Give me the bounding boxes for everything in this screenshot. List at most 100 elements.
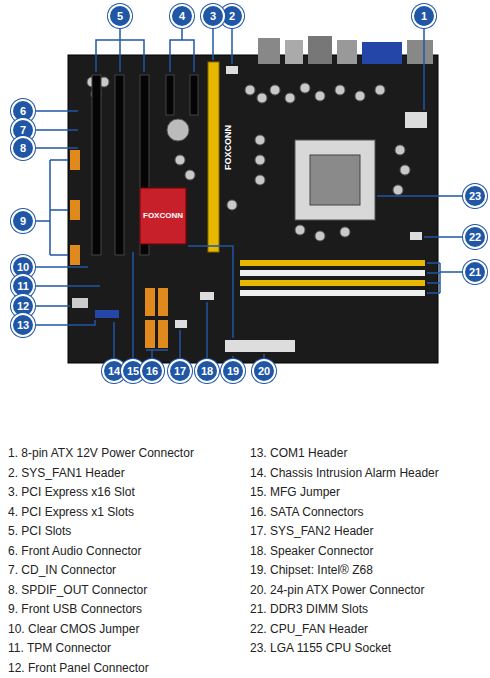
callout-number: 16 [146,366,158,377]
board-logo: FOXCONN [224,125,233,170]
callout-circle: 13 [11,313,35,337]
atx-24pin [225,340,295,352]
io-port [407,40,433,64]
callout-number: 19 [227,366,239,377]
usb-header [70,245,80,265]
legend-item: 1. 8-pin ATX 12V Power Connector [8,446,194,461]
callout-number: 2 [229,11,235,22]
chipset-heatsink [140,188,186,244]
callout-number: 10 [17,262,29,273]
sata-connector [158,320,168,348]
legend-item: 12. Front Panel Connector [8,661,149,676]
legend-item: 18. Speaker Connector [250,544,373,559]
callout-circle: 9 [11,209,35,233]
pcie-x1-slot [166,75,174,115]
callout-number: 9 [20,216,26,227]
callout-number: 13 [17,320,29,331]
callout-number: 22 [469,232,481,243]
usb-header [70,200,80,220]
cpu-socket-plate [310,155,360,205]
pcie-x16-slot [208,62,219,252]
front-panel-header [72,298,88,308]
legend-item: 7. CD_IN Connector [8,563,116,578]
legend-item: 17. SYS_FAN2 Header [250,524,373,539]
heatsink-logo: FOXCONN [143,212,183,220]
legend-item: 11. TPM Connector [8,641,111,656]
callout-number: 3 [210,11,216,22]
legend-item: 22. CPU_FAN Header [250,622,368,637]
pci-slot [115,75,124,255]
callout-number: 5 [117,11,123,22]
callout-number: 1 [421,11,427,22]
vga-port [362,42,402,64]
legend-item: 15. MFG Jumper [250,485,340,500]
legend-item: 14. Chassis Intrusion Alarm Header [250,466,439,481]
callout-circle: 1 [412,4,436,28]
callout-number: 15 [127,366,139,377]
callout-circle: 20 [252,359,276,383]
callout-number: 14 [108,366,120,377]
callout-number: 21 [469,267,481,278]
legend-item: 19. Chipset: Intel® Z68 [250,563,373,578]
legend-item: 20. 24-pin ATX Power Connector [250,583,425,598]
callout-circle: 3 [201,4,225,28]
callout-circle: 5 [108,4,132,28]
legend-item: 6. Front Audio Connector [8,544,141,559]
callout-number: 18 [201,366,213,377]
callout-circle: 22 [463,225,487,249]
legend-item: 23. LGA 1155 CPU Socket [250,641,391,656]
callout-number: 6 [20,106,26,117]
fan-header [226,66,238,74]
legend-item: 8. SPDIF_OUT Connector [8,583,147,598]
pcie-x1-slot [190,75,198,115]
sata-connector [145,320,155,348]
callout-circle: 19 [221,359,245,383]
atx-8pin [405,112,427,128]
speaker-header [200,292,214,300]
sata-connector [158,288,168,316]
callout-circle: 8 [11,136,35,160]
dimm-slot [240,260,425,266]
dimm-slot [240,270,425,276]
legend-item: 5. PCI Slots [8,524,71,539]
callout-circle: 23 [463,184,487,208]
callout-number: 17 [174,366,186,377]
dimm-slot [240,280,425,286]
io-port [258,38,280,64]
callout-number: 7 [20,125,26,136]
cpu-socket [295,140,375,220]
legend-item: 16. SATA Connectors [250,505,364,520]
dimm-slot [240,290,425,296]
callout-number: 8 [20,143,26,154]
fan-header [175,320,187,328]
legend-item: 3. PCI Express x16 Slot [8,485,135,500]
legend-item: 13. COM1 Header [250,446,347,461]
legend-item: 4. PCI Express x1 Slots [8,505,134,520]
com-header [95,310,119,318]
legend-item: 21. DDR3 DIMM Slots [250,602,368,617]
callout-number: 4 [179,11,185,22]
usb-header [70,150,80,170]
legend-item: 2. SYS_FAN1 Header [8,466,125,481]
fan-header [410,232,422,240]
callout-number: 11 [17,281,29,292]
callout-circle: 16 [140,359,164,383]
callout-number: 20 [258,366,270,377]
leader-lines [36,28,463,359]
callout-number: 12 [17,301,29,312]
cmos-battery [167,119,189,141]
callout-circle: 21 [463,260,487,284]
callout-circle: 17 [168,359,192,383]
callout-circle: 18 [195,359,219,383]
legend-item: 10. Clear CMOS Jumper [8,622,139,637]
callout-circle: 4 [170,4,194,28]
io-port [285,40,303,64]
pci-slot [92,75,101,255]
io-port [337,40,357,64]
board [68,55,438,363]
io-port [308,36,332,64]
callout-number: 23 [469,191,481,202]
capacitors [87,77,410,241]
sata-connector [145,288,155,316]
legend-item: 9. Front USB Connectors [8,602,142,617]
